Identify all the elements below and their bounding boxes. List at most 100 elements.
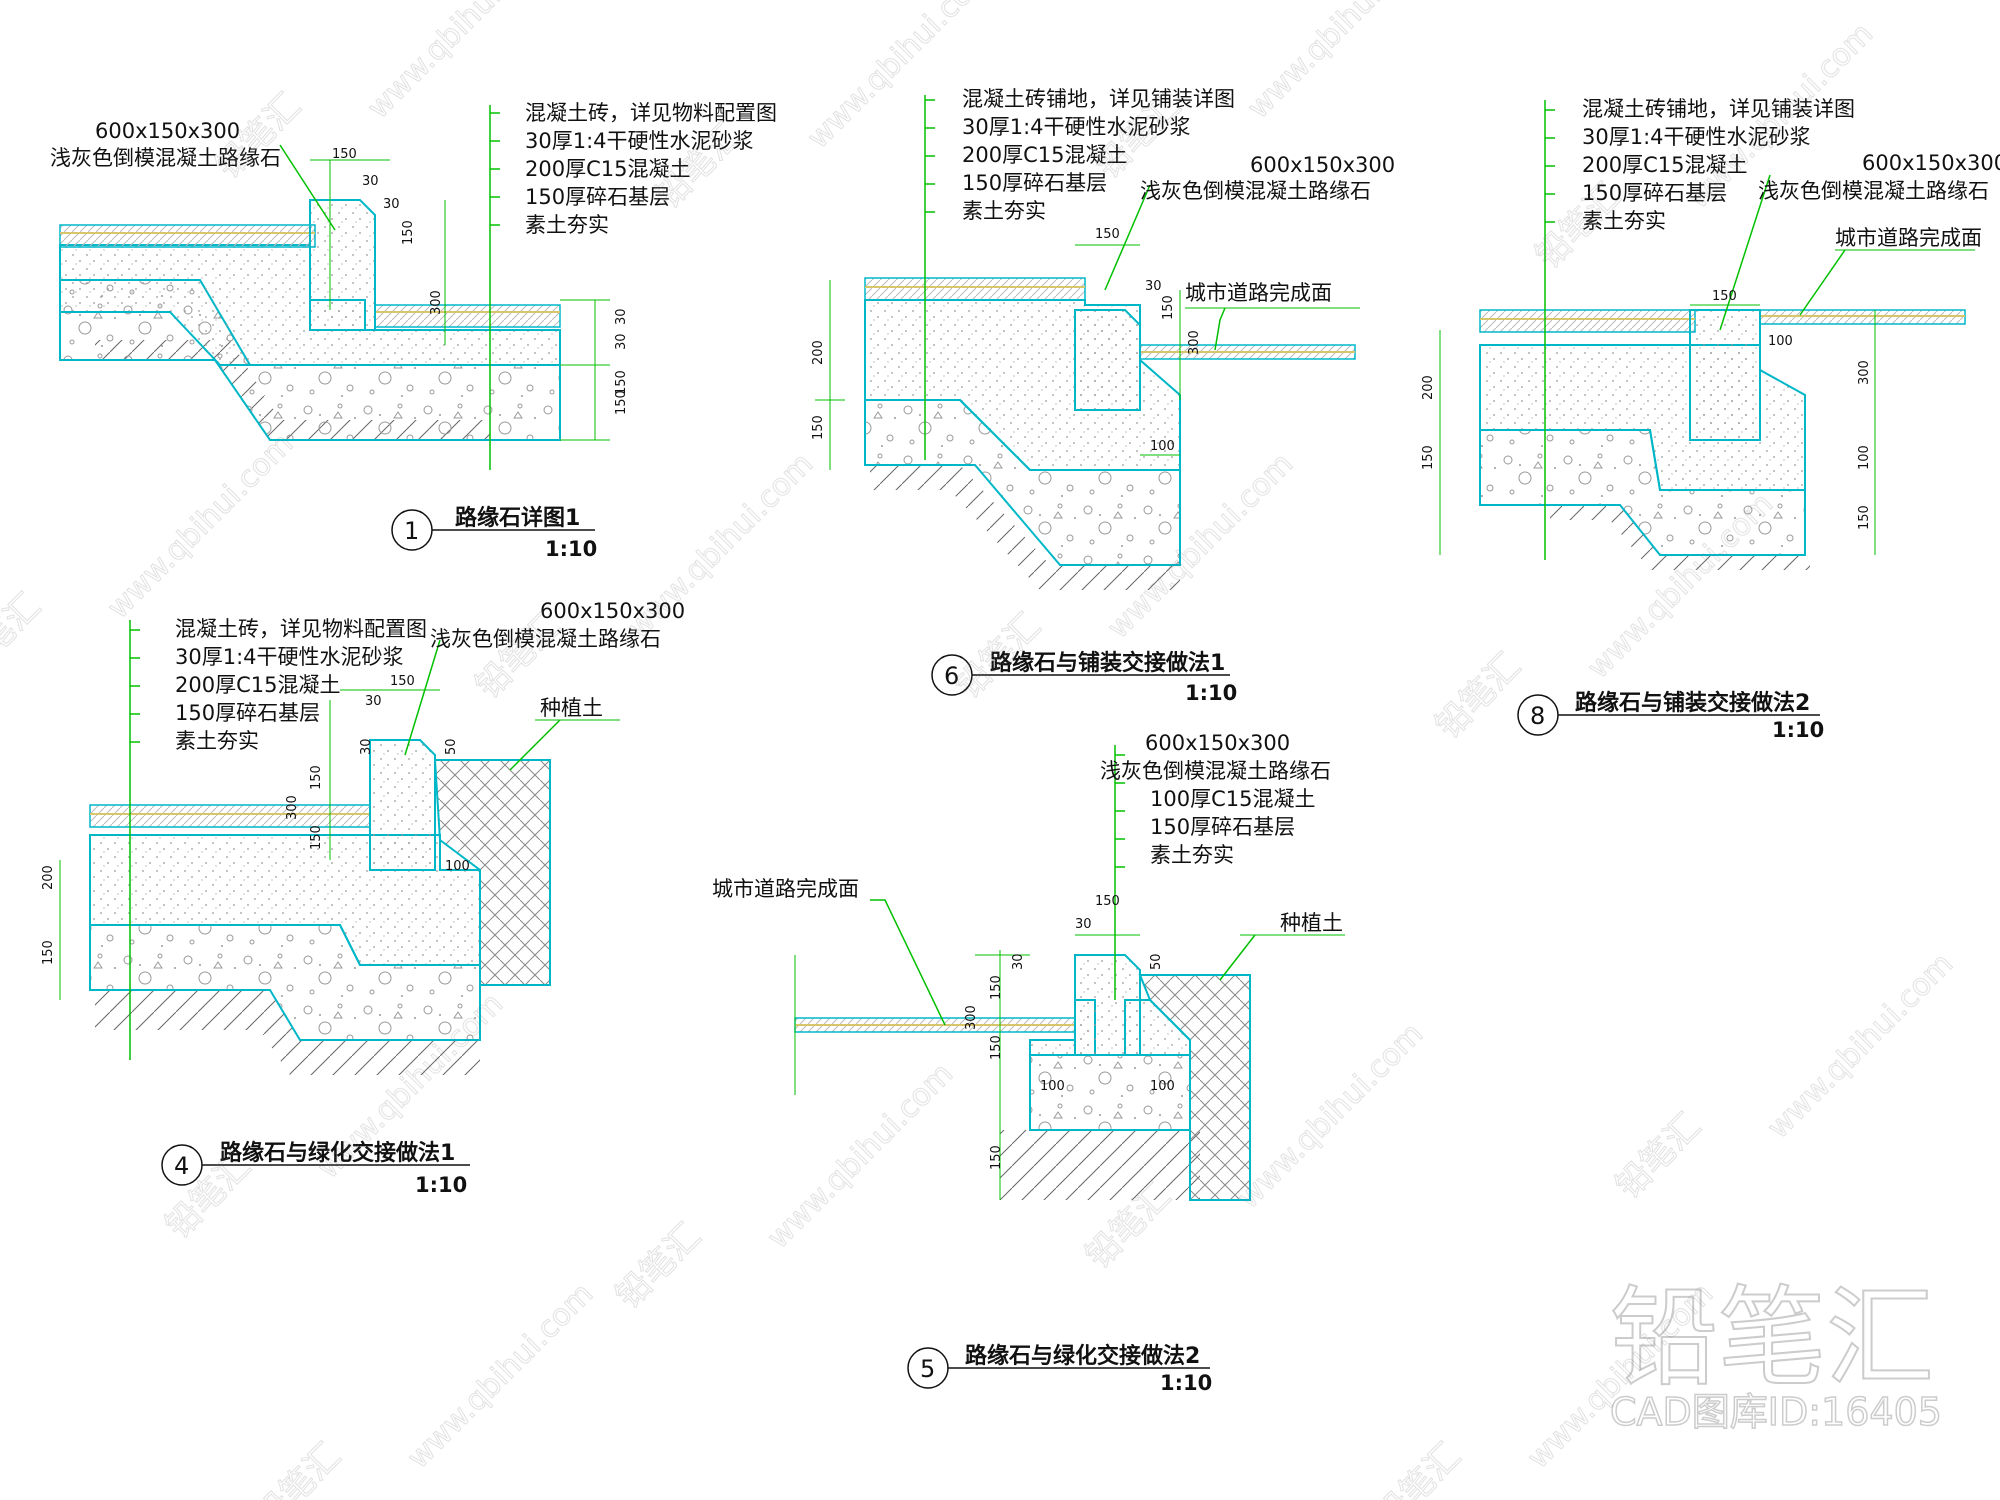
dim: 300 [429, 290, 444, 315]
watermark-url: www.qbihui.com [761, 1056, 960, 1255]
detail-1: 600x150x300 浅灰色倒模混凝土路缘石 混凝土砖，详见物料配置图 30厚… [50, 101, 777, 561]
road-finish-label: 城市道路完成面 [1835, 226, 1982, 250]
dim: 150 [989, 1035, 1004, 1060]
dim: 30 [359, 738, 374, 755]
curb-stone [1689, 309, 1761, 441]
layer-3: 200厚C15混凝土 [525, 157, 690, 181]
layer-4: 150厚碎石基层 [175, 701, 320, 725]
dim: 100 [1150, 439, 1175, 454]
dim: 100 [1768, 334, 1793, 349]
dim: 150 [401, 220, 416, 245]
curb-stone [1074, 954, 1141, 1056]
dim: 150 [1712, 289, 1737, 304]
watermark-name: 铅笔汇 [608, 1216, 708, 1316]
dim: 150 [989, 1145, 1004, 1170]
layer-3: 200厚C15混凝土 [175, 673, 340, 697]
layer-2: 150厚碎石基层 [1150, 815, 1295, 839]
detail-8: 混凝土砖铺地，详见铺装详图 30厚1:4干硬性水泥砂浆 200厚C15混凝土 1… [1421, 97, 2000, 742]
detail-6: 混凝土砖铺地，详见铺装详图 30厚1:4干硬性水泥砂浆 200厚C15混凝土 1… [811, 87, 1395, 705]
layer-4: 150厚碎石基层 [1582, 181, 1727, 205]
detail-title: 路缘石与绿化交接做法1 [220, 1140, 455, 1166]
dim: 30 [1145, 279, 1162, 294]
dim: 50 [444, 738, 459, 755]
curb-spec-name: 浅灰色倒模混凝土路缘石 [430, 627, 661, 651]
dim: 30 [362, 174, 379, 189]
detail-4: 混凝土砖，详见物料配置图 30厚1:4干硬性水泥砂浆 200厚C15混凝土 15… [41, 599, 685, 1197]
curb-stone [309, 199, 376, 331]
road-finish-label: 城市道路完成面 [712, 877, 859, 901]
detail-number: 5 [920, 1355, 935, 1383]
detail-number: 4 [174, 1152, 189, 1180]
brand-logo-text: 铅笔汇 [1610, 1276, 1934, 1401]
paving-layer [864, 277, 1086, 301]
watermark-name: 铅笔汇 [468, 606, 568, 706]
dim: 150 [309, 765, 324, 790]
layer-2: 30厚1:4干硬性水泥砂浆 [1582, 125, 1811, 149]
layer-3: 200厚C15混凝土 [1582, 153, 1747, 177]
detail-number: 1 [404, 517, 419, 545]
watermark-name: 铅笔汇 [1428, 646, 1528, 746]
dim: 150 [1857, 505, 1872, 530]
watermark-name: 铅笔汇 [1608, 1106, 1708, 1206]
dim: 100 [1150, 1079, 1175, 1094]
watermark-url: www.qbihui.com [101, 426, 300, 625]
layer-2: 30厚1:4干硬性水泥砂浆 [525, 129, 754, 153]
layer-5: 素土夯实 [1582, 209, 1666, 233]
dim: 150 [332, 147, 357, 162]
watermark-url: www.qbihui.com [1761, 946, 1960, 1145]
layer-3: 200厚C15混凝土 [962, 143, 1127, 167]
compacted-soil [870, 465, 1180, 590]
detail-number: 6 [944, 662, 959, 690]
paving-layer-right [374, 304, 561, 328]
watermark-url: www.qbihui.com [621, 446, 820, 645]
planting-soil-label: 种植土 [540, 696, 603, 720]
curb-spec-name: 浅灰色倒模混凝土路缘石 [50, 146, 281, 170]
dim: 150 [811, 415, 826, 440]
planting-soil [433, 759, 551, 986]
compacted-soil [95, 990, 480, 1075]
layer-4: 150厚碎石基层 [962, 171, 1107, 195]
paving-layer [59, 224, 316, 248]
watermark-name: 铅笔汇 [248, 1436, 348, 1500]
curb-stone [369, 739, 436, 871]
planting-soil [1138, 974, 1251, 1201]
dim: 300 [285, 795, 300, 820]
dim: 200 [41, 865, 56, 890]
detail-scale: 1:10 [415, 1173, 467, 1197]
dim: 150 [614, 390, 629, 415]
detail-number: 8 [1530, 702, 1545, 730]
watermark-name: 铅笔汇 [0, 586, 48, 686]
dim: 150 [989, 975, 1004, 1000]
layer-1: 100厚C15混凝土 [1150, 787, 1315, 811]
layer-4: 150厚碎石基层 [525, 185, 670, 209]
dim: 200 [1421, 375, 1436, 400]
detail-scale: 1:10 [545, 537, 597, 561]
compacted-soil [1550, 505, 1810, 570]
curb-spec-size: 600x150x300 [95, 119, 240, 143]
paving-layer [1479, 309, 1696, 333]
layer-1: 混凝土砖，详见物料配置图 [525, 101, 777, 125]
dim: 150 [1421, 445, 1436, 470]
detail-title: 路缘石详图1 [455, 505, 580, 531]
layer-1: 混凝土砖铺地，详见铺装详图 [1582, 97, 1855, 121]
layer-5: 素土夯实 [175, 729, 259, 753]
dim: 200 [811, 340, 826, 365]
detail-scale: 1:10 [1772, 718, 1824, 742]
dim: 100 [1857, 445, 1872, 470]
dim: 150 [309, 825, 324, 850]
watermark-url: www.qbihui.com [401, 1276, 600, 1475]
curb-spec-name: 浅灰色倒模混凝土路缘石 [1140, 179, 1371, 203]
curb-spec-size: 600x150x300 [1250, 153, 1395, 177]
dim: 150 [41, 940, 56, 965]
layer-5: 素土夯实 [525, 213, 609, 237]
dim: 30 [1011, 953, 1026, 970]
dim: 300 [964, 1005, 979, 1030]
curb-spec-size: 600x150x300 [1145, 731, 1290, 755]
curb-spec-size: 600x150x300 [1862, 151, 2000, 175]
dim: 50 [1149, 953, 1164, 970]
dim: 150 [1095, 894, 1120, 909]
detail-5: 600x150x300 浅灰色倒模混凝土路缘石 100厚C15混凝土 150厚碎… [712, 731, 1345, 1395]
dim: 100 [445, 859, 470, 874]
detail-title: 路缘石与铺装交接做法2 [1575, 690, 1810, 716]
